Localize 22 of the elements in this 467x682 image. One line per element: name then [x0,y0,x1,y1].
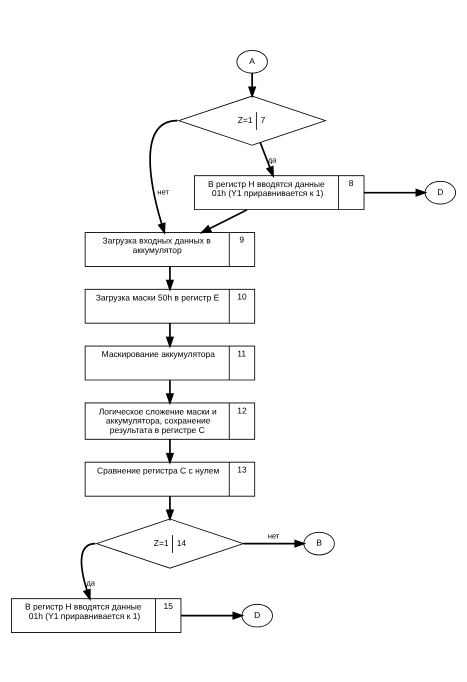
arrow [166,380,174,405]
node-ellipse: B [303,531,335,555]
arrow [166,266,174,292]
arrow [166,496,174,521]
node-diamond: Z=1 14 [95,518,245,568]
arrow [166,322,174,348]
node-ellipse: D [424,180,456,204]
node-ellipse: D [242,603,273,627]
arrow [181,611,244,620]
node-ellipse: A [236,50,268,74]
arrow [80,542,96,601]
arrow [166,439,174,464]
arrow [200,208,248,234]
arrow [260,142,274,178]
edge-label: нет [157,187,169,196]
arrow [248,72,256,98]
edge-label: нет [268,531,280,540]
arrow [364,188,428,196]
edge-label: да [86,578,96,587]
arrow [243,538,306,548]
node-diamond: Z=1 7 [177,95,327,146]
arrow [149,119,178,234]
